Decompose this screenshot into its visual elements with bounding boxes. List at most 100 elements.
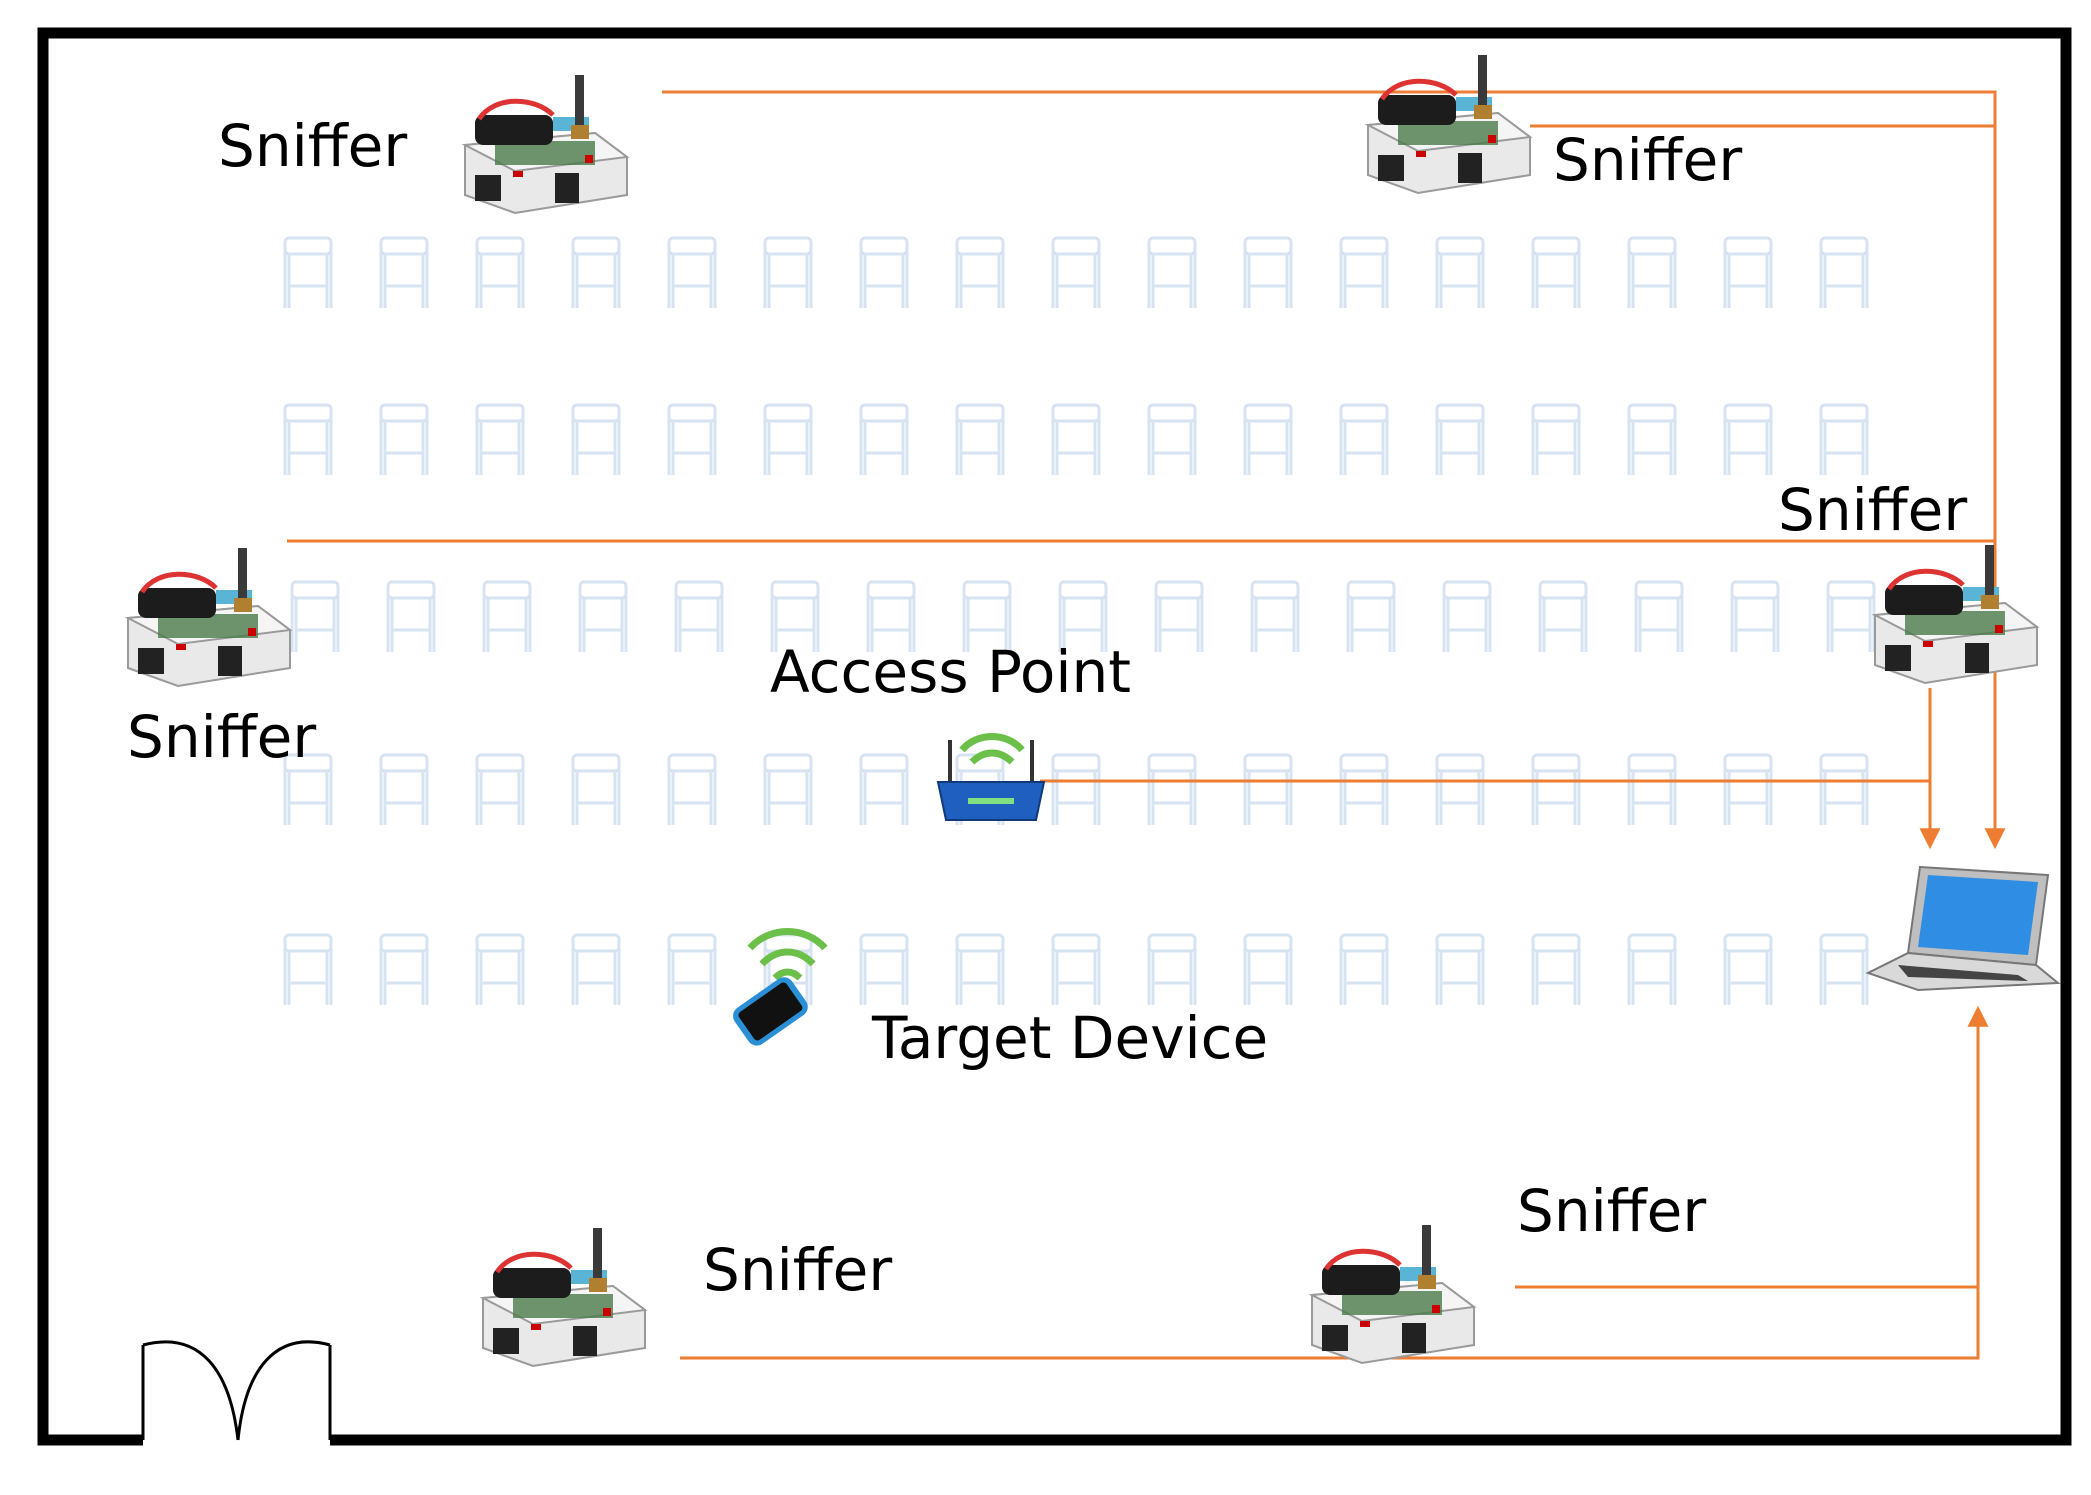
chair-icon (1435, 933, 1485, 1007)
chair-icon (1531, 403, 1581, 477)
chair-icon (571, 753, 621, 827)
connection-lines (287, 90, 2006, 1360)
chair-icon (1723, 403, 1773, 477)
chair-icon (763, 236, 813, 310)
chair-icon (283, 403, 333, 477)
chair-icon (1051, 933, 1101, 1007)
chair-icon (571, 236, 621, 310)
sniffer-mid-left-label: Sniffer (127, 703, 316, 771)
chair-icon (859, 236, 909, 310)
chair-icon (1147, 236, 1197, 310)
chair-icon (1531, 933, 1581, 1007)
chair-icon (379, 236, 429, 310)
chair-icon (1634, 580, 1684, 654)
sniffer-top-left-icon (465, 75, 627, 213)
chair-icon (1627, 753, 1677, 827)
chair-icon (379, 933, 429, 1007)
chair-icon (571, 933, 621, 1007)
chair-icon (674, 580, 724, 654)
chair-icon (475, 933, 525, 1007)
chair-icon (667, 753, 717, 827)
chair-icon (283, 933, 333, 1007)
chair-icon (955, 236, 1005, 310)
sniffer-top-right-label: Sniffer (1553, 126, 1742, 194)
chair-icon (1250, 580, 1300, 654)
chair-icon (1531, 236, 1581, 310)
chair-icon (475, 236, 525, 310)
chair-icon (1435, 753, 1485, 827)
sniffer-top-left-label: Sniffer (218, 112, 407, 180)
chair-icon (1826, 580, 1876, 654)
chair-icon (1147, 403, 1197, 477)
chair-icon (1723, 236, 1773, 310)
chair-icon (379, 753, 429, 827)
sniffer-bottom-right-label: Sniffer (1517, 1177, 1706, 1245)
chair-icon (571, 403, 621, 477)
chair-icon (955, 933, 1005, 1007)
chair-icon (1723, 933, 1773, 1007)
chair-icon (1730, 580, 1780, 654)
chair-icon (763, 403, 813, 477)
chair-icon (1819, 753, 1869, 827)
chair-icon (1538, 580, 1588, 654)
chair-icon (859, 753, 909, 827)
chair-icon (1627, 403, 1677, 477)
chair-icon (859, 933, 909, 1007)
sniffer-bottom-right-icon (1312, 1225, 1474, 1363)
chair-icon (1051, 236, 1101, 310)
chair-icon (1154, 580, 1204, 654)
chair-icon (1051, 403, 1101, 477)
chair-icon (1819, 933, 1869, 1007)
double-door-icon (141, 1340, 332, 1441)
chair-icon (386, 580, 436, 654)
chair-icon (475, 753, 525, 827)
chair-icon (1627, 933, 1677, 1007)
sniffer-bottom-center-label: Sniffer (703, 1236, 892, 1304)
chair-icon (667, 933, 717, 1007)
chair-icon (482, 580, 532, 654)
chair-icon (1243, 753, 1293, 827)
link-bottom-center-sniffer (680, 1005, 1989, 1360)
chair-icon (859, 403, 909, 477)
chair-icon (1819, 403, 1869, 477)
wifi-router-icon (936, 733, 1046, 821)
smartphone-icon (733, 928, 828, 1046)
chair-icon (1723, 753, 1773, 827)
chair-icon (1339, 753, 1389, 827)
target-device-label: Target Device (871, 1004, 1268, 1072)
chair-icon (578, 580, 628, 654)
chair-icon (1435, 403, 1485, 477)
chair-icon (1435, 236, 1485, 310)
chair-icon (667, 236, 717, 310)
sniffer-mid-right-label: Sniffer (1778, 476, 1967, 544)
chair-icon (1627, 236, 1677, 310)
chair-icon (379, 403, 429, 477)
chair-icon (1147, 933, 1197, 1007)
sniffer-top-right-icon (1368, 55, 1530, 193)
chair-icon (1346, 580, 1396, 654)
sniffer-mid-left-icon (128, 548, 290, 686)
chair-icon (763, 753, 813, 827)
laptop-icon (1865, 865, 2061, 992)
chair-icon (1819, 236, 1869, 310)
chair-icon (1243, 933, 1293, 1007)
chair-icon (955, 403, 1005, 477)
chair-icon (283, 236, 333, 310)
chair-icon (1339, 403, 1389, 477)
chair-icon (475, 403, 525, 477)
chair-icon (1442, 580, 1492, 654)
access-point-label: Access Point (770, 638, 1131, 706)
chair-icon (1147, 753, 1197, 827)
chair-icon (1051, 753, 1101, 827)
chair-icon (1243, 403, 1293, 477)
chair-icon (1339, 236, 1389, 310)
chair-rows (283, 236, 1876, 1007)
room-wall (37, 27, 2072, 1446)
chair-icon (1531, 753, 1581, 827)
chair-icon (290, 580, 340, 654)
sniffer-bottom-center-icon (483, 1228, 645, 1366)
chair-icon (1339, 933, 1389, 1007)
sniffer-mid-right-icon (1875, 545, 2037, 683)
chair-icon (667, 403, 717, 477)
